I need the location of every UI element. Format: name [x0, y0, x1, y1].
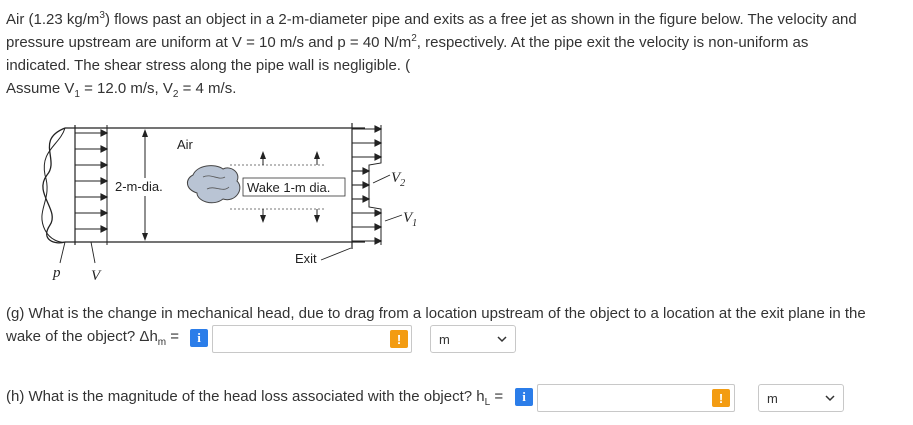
wake-arrow-bottom [260, 215, 266, 223]
chevron-down-icon [497, 336, 507, 343]
air-label: Air [177, 137, 194, 152]
text: = [166, 328, 180, 345]
question-g-line-2: wake of the object? Δhm = [6, 325, 896, 348]
diameter-arrow-top [142, 129, 148, 137]
question-g-info-icon[interactable]: i [190, 329, 208, 347]
v1-label: V1 [403, 210, 417, 229]
text: Air (1.23 kg/m [6, 11, 100, 28]
wake-label-box [242, 177, 346, 197]
question-h-answer-input[interactable] [537, 384, 735, 412]
problem-line-1: Air (1.23 kg/m3) flows past an object in… [6, 8, 906, 31]
p-label: p [52, 265, 61, 281]
pipe-flow-figure: 2-m-dia. Air Wake 1-m dia. [25, 115, 445, 290]
question-h-warning-icon: ! [712, 389, 730, 407]
text: = [490, 388, 504, 405]
text: Assume V [6, 80, 75, 97]
exit-leader [320, 247, 352, 261]
question-h-unit-select[interactable]: m [758, 384, 844, 412]
question-h-info-icon[interactable]: i [515, 388, 533, 406]
v1-leader [384, 214, 403, 222]
wake-arrow-bottom-2 [314, 215, 320, 223]
wake-arrow-top [260, 151, 266, 159]
subscript: L [484, 397, 491, 408]
exit-label: Exit [295, 251, 317, 266]
text: , respectively. At the pipe exit the vel… [416, 34, 809, 51]
diameter-label: 2-m-dia. [115, 179, 163, 194]
pipe-break-line-inner [41, 127, 66, 243]
v2-leader [372, 174, 391, 184]
subscript: m [157, 337, 167, 348]
wake-label: Wake 1-m dia. [247, 180, 330, 195]
question-h-unit-value: m [767, 390, 778, 406]
object-blob [187, 165, 241, 204]
text: = 4 m/s. [178, 80, 237, 97]
problem-statement: Air (1.23 kg/m3) flows past an object in… [6, 8, 906, 100]
question-g: (g) What is the change in mechanical hea… [6, 302, 896, 348]
text: wake of the object? Δh [6, 328, 158, 345]
diameter-arrow-bottom [142, 233, 148, 241]
subscript: 1 [74, 89, 80, 100]
text: ) flows past an object in a 2-m-diameter… [104, 11, 857, 28]
pipe-break-line [42, 127, 66, 244]
upstream-velocity-arrows [75, 129, 109, 233]
wake-arrow-top-2 [314, 151, 320, 159]
question-g-answer-input[interactable] [212, 325, 412, 353]
v-label: V [91, 268, 102, 284]
p-leader [59, 241, 66, 264]
object-texture [202, 175, 230, 190]
subscript: 2 [172, 89, 179, 100]
question-h: (h) What is the magnitude of the head lo… [6, 385, 536, 408]
problem-line-2: pressure upstream are uniform at V = 10 … [6, 31, 906, 54]
problem-line-3: indicated. The shear stress along the pi… [6, 54, 906, 77]
exit-velocity-arrows [352, 125, 383, 245]
text: (h) What is the magnitude of the head lo… [6, 388, 485, 405]
v2-label: V2 [391, 170, 405, 189]
question-g-warning-icon: ! [390, 330, 408, 348]
exit-profile-front [368, 125, 382, 245]
text: pressure upstream are uniform at V = 10 … [6, 34, 412, 51]
chevron-down-icon [825, 395, 835, 402]
text: indicated. The shear stress along the pi… [6, 57, 411, 74]
question-g-unit-select[interactable]: m [430, 325, 516, 353]
superscript: 3 [99, 10, 105, 21]
question-g-unit-value: m [439, 331, 450, 347]
question-g-line-1: (g) What is the change in mechanical hea… [6, 305, 866, 322]
superscript: 2 [411, 33, 417, 44]
problem-line-4: Assume V1 = 12.0 m/s, V2 = 4 m/s. [6, 77, 906, 100]
v-leader [90, 241, 96, 264]
pipe-diagram: 2-m-dia. Air Wake 1-m dia. [41, 123, 417, 284]
diameter-label-bg [113, 178, 175, 196]
text: = 12.0 m/s, V [79, 80, 173, 97]
